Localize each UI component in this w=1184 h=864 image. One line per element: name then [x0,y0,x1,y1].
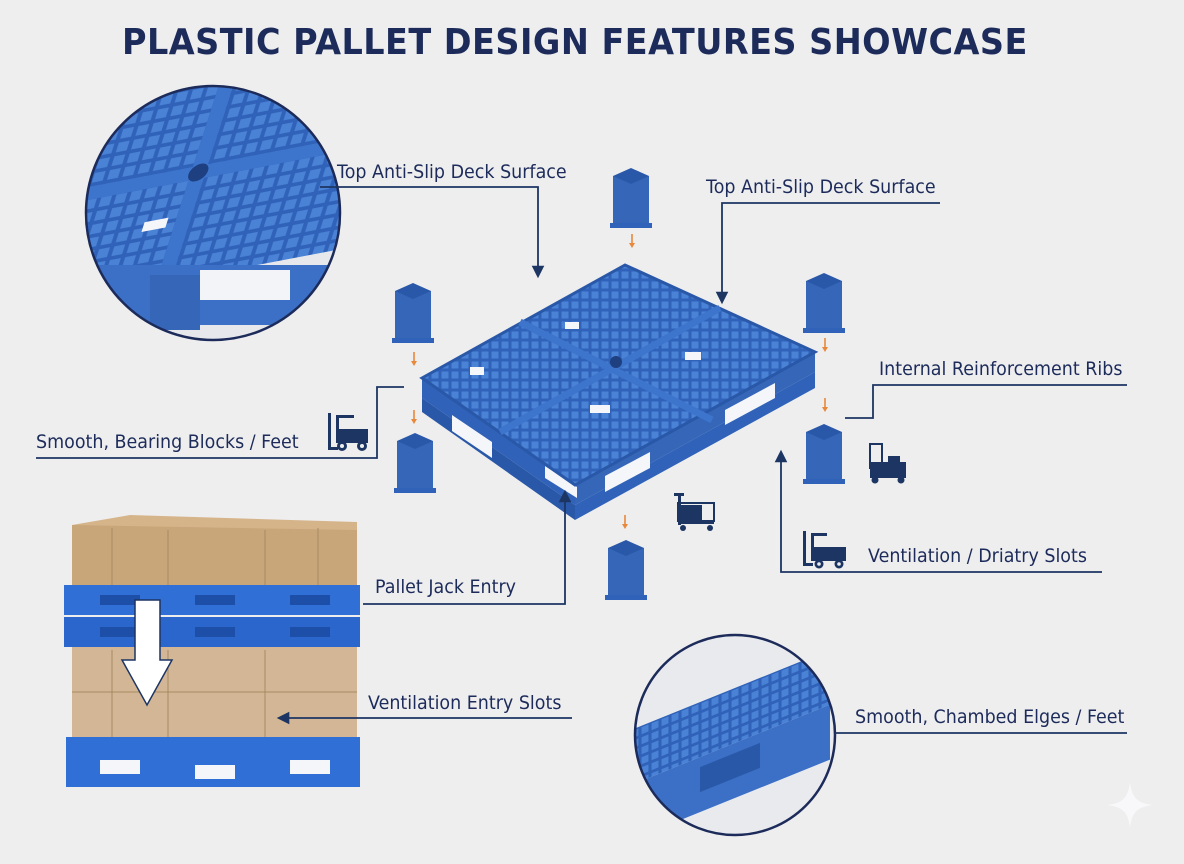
callout-bearing-blocks: Smooth, Bearing Blocks / Feet [36,431,299,453]
callout-ventilation-driatry-slots: Ventilation / Driatry Slots [868,545,1087,567]
page-title: PLASTIC PALLET DESIGN FEATURES SHOWCASE [122,22,1028,63]
block-feet [392,168,845,600]
forklift-icon [803,531,846,569]
sparkle-icon [1107,782,1153,828]
down-arrow-icon [120,599,174,707]
pallet-jack-icon [674,493,715,531]
callout-top-anti-slip-right: Top Anti-Slip Deck Surface [706,176,936,198]
callout-internal-reinforcement-ribs: Internal Reinforcement Ribs [879,358,1123,380]
hand-truck-icon [869,443,906,484]
callout-chambed-edges: Smooth, Chambed Elges / Feet [855,706,1125,728]
callout-pallet-jack-entry: Pallet Jack Entry [375,576,517,598]
callout-ventilation-entry-slots: Ventilation Entry Slots [368,692,562,714]
callout-top-anti-slip-left: Top Anti-Slip Deck Surface [337,161,567,183]
forklift-icon [328,413,368,451]
leader-lines [36,186,1127,734]
central-isometric-pallet [419,263,819,520]
stacked-loaded-pallets [64,515,360,787]
magnified-edge-detail [633,633,837,837]
